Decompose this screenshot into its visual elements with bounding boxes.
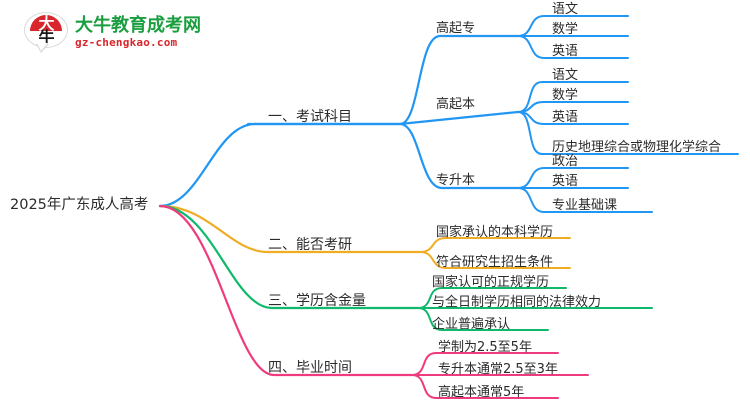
- leaf-zhuanshengben-0[interactable]: 政治: [552, 154, 579, 169]
- leaf-zhuanshengben-2[interactable]: 专业基础课: [552, 198, 618, 213]
- wire-postgrad-to-leaf1: [419, 251, 571, 269]
- leaf-gaoqiben-2[interactable]: 英语: [552, 110, 579, 125]
- leaf-gaoqiben-1[interactable]: 数学: [552, 88, 579, 103]
- leaf-gaoqizhuan-2[interactable]: 英语: [552, 44, 579, 59]
- logo-text-block: 大牛教育成考网 gz-chengkao.com: [75, 16, 201, 50]
- leaf-value-0[interactable]: 国家认可的正规学历: [432, 275, 550, 290]
- wire-exam-to-gaoqiben: [398, 110, 520, 126]
- wire-root-to-graduation: [158, 204, 414, 377]
- leaf-gaoqizhuan-1[interactable]: 数学: [552, 22, 579, 37]
- wire-root-to-exam: [158, 122, 402, 208]
- wire-zhuanshengben-to-leaf2: [517, 187, 653, 213]
- wire-postgrad-to-leaf0: [419, 237, 571, 253]
- branch-value-label[interactable]: 三、学历含金量: [268, 293, 366, 309]
- logo-mark-characters: 大 牛: [29, 14, 63, 47]
- wire-gaoqizhuan-to-leaf2: [517, 35, 629, 59]
- leaf-graduation-2[interactable]: 高起本通常5年: [438, 385, 525, 400]
- wire-gaoqiben-to-leaf3: [517, 111, 739, 155]
- leaf-graduation-1[interactable]: 专升本通常2.5至3年: [438, 362, 558, 377]
- leaf-postgrad-0[interactable]: 国家承认的本科学历: [436, 225, 554, 240]
- logo-mark-bottom-char: 牛: [38, 28, 54, 47]
- logo-mark-icon: 大 牛: [24, 12, 68, 54]
- site-logo: 大 牛 大牛教育成考网 gz-chengkao.com: [24, 8, 204, 58]
- branch-exam-label[interactable]: 一、考试科目: [268, 109, 352, 125]
- leaf-zhuanshengben-1[interactable]: 英语: [552, 174, 579, 189]
- wire-graduation-to-leaf2: [411, 374, 559, 399]
- leaf-graduation-0[interactable]: 学制为2.5至5年: [438, 340, 532, 355]
- logo-title: 大牛教育成考网: [75, 15, 201, 36]
- leaf-gaoqiben-0[interactable]: 语文: [552, 68, 579, 83]
- leaf-gaoqizhuan-0[interactable]: 语文: [552, 2, 579, 17]
- logo-subtitle: gz-chengkao.com: [75, 36, 178, 49]
- wire-value-to-leaf2: [417, 307, 549, 331]
- branch-postgrad-label[interactable]: 二、能否考研: [268, 237, 352, 253]
- branch-graduation-label[interactable]: 四、毕业时间: [268, 360, 352, 376]
- leaf-value-2[interactable]: 企业普遍承认: [432, 317, 511, 332]
- mindmap-root-node[interactable]: 2025年广东成人高考: [10, 197, 149, 213]
- leaf-value-1[interactable]: 与全日制学历相同的法律效力: [432, 295, 602, 310]
- node-gaoqizhuan-label[interactable]: 高起专: [436, 21, 476, 36]
- wire-exam-to-gaoqizhuan: [398, 34, 520, 126]
- node-gaoqiben-label[interactable]: 高起本: [436, 97, 476, 112]
- wire-root-to-postgrad: [158, 204, 422, 254]
- leaf-postgrad-1[interactable]: 符合研究生招生条件: [436, 255, 554, 270]
- wire-exam-to-zhuanshengben: [398, 122, 520, 190]
- leaf-gaoqiben-3[interactable]: 历史地理综合或物理化学综合: [552, 140, 722, 155]
- logo-red-arc-shape: [30, 15, 62, 31]
- logo-bubble-tail-inner-shape: [37, 43, 48, 51]
- wire-root-to-value: [158, 204, 420, 310]
- node-zhuanshengben-label[interactable]: 专升本: [436, 173, 476, 188]
- logo-mark-top-char: 大: [38, 14, 54, 33]
